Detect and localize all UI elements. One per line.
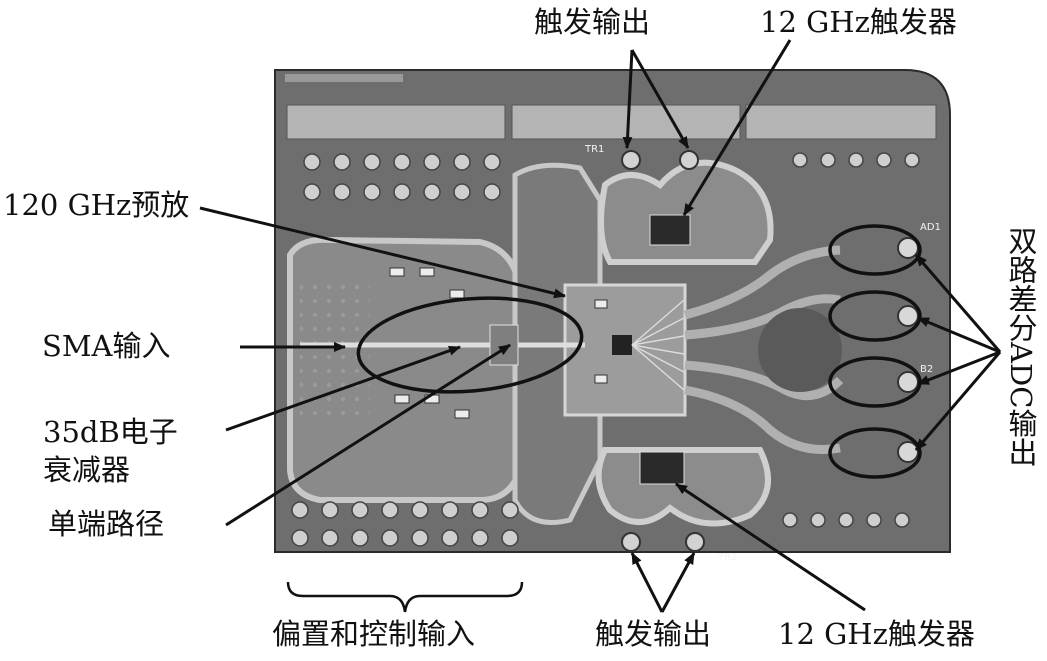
arrow-trigger-bottom-1: [630, 552, 664, 613]
label-single-path: 单端路径: [48, 507, 165, 541]
top-pad-strip-1: [286, 104, 506, 140]
adc-ellipse-1: [828, 224, 922, 276]
arrow-preamp: [199, 206, 566, 299]
label-trigger-out-bottom: 触发输出: [595, 617, 712, 651]
label-12g-trigger-bottom: 12 GHz触发器: [778, 617, 975, 651]
top-pad-strip-3: [745, 104, 937, 140]
bias-brace: [286, 581, 524, 613]
bias-pads-top: [303, 153, 501, 201]
adc-ellipse-4: [828, 427, 922, 479]
trigger-chip-bottom: [639, 451, 685, 485]
silk-tr1: TR1: [584, 144, 604, 155]
arrow-single-path: [225, 343, 511, 527]
label-attenuator-2: 衰减器: [43, 453, 131, 487]
label-120g-preamp: 120 GHz预放: [3, 188, 190, 222]
silk-ad1: AD1: [920, 222, 941, 233]
arrow-attenuator: [225, 345, 461, 432]
top-pad-strip-2: [511, 104, 741, 140]
board-top-edge: [285, 74, 403, 82]
label-adc-output: 双路差分ADC输出: [1004, 226, 1038, 467]
leader-lines: [199, 39, 1002, 613]
single-path-ellipse: [356, 296, 584, 394]
trigger-out-pads: [621, 150, 705, 552]
preamp-ic-die: [612, 335, 632, 355]
attenuator-chip: [489, 324, 519, 366]
adc-ellipse-2: [828, 290, 922, 342]
label-trigger-out-top: 触发输出: [534, 5, 651, 39]
arrow-trigger-bottom-2: [660, 552, 696, 613]
label-12g-trigger-top: 12 GHz触发器: [760, 5, 957, 39]
arrow-adc-4: [914, 351, 1002, 451]
silk-tr2: TR2: [717, 552, 737, 563]
arrow-adc-1: [914, 254, 1002, 353]
label-attenuator-1: 35dB电子: [43, 415, 178, 449]
label-sma-input: SMA输入: [42, 329, 171, 363]
arrow-trigger-top-2: [630, 49, 690, 149]
label-bias-control: 偏置和控制输入: [272, 617, 476, 651]
smd-components-left: [389, 267, 608, 419]
arrow-adc-3: [917, 350, 1001, 386]
right-pads: [782, 152, 920, 528]
bias-pads-bottom: [291, 501, 519, 547]
adc-diff-traces: [683, 245, 844, 455]
arrow-12g-top: [682, 39, 792, 216]
arrow-adc-2: [917, 316, 1001, 354]
arrow-trigger-top-1: [622, 49, 634, 149]
preamp-fanout: [631, 299, 685, 391]
arrow-12g-bottom: [675, 482, 866, 612]
trigger-chip-top: [649, 214, 691, 246]
ground-plane-center: [758, 308, 842, 392]
silk-b2: B2: [920, 364, 933, 375]
